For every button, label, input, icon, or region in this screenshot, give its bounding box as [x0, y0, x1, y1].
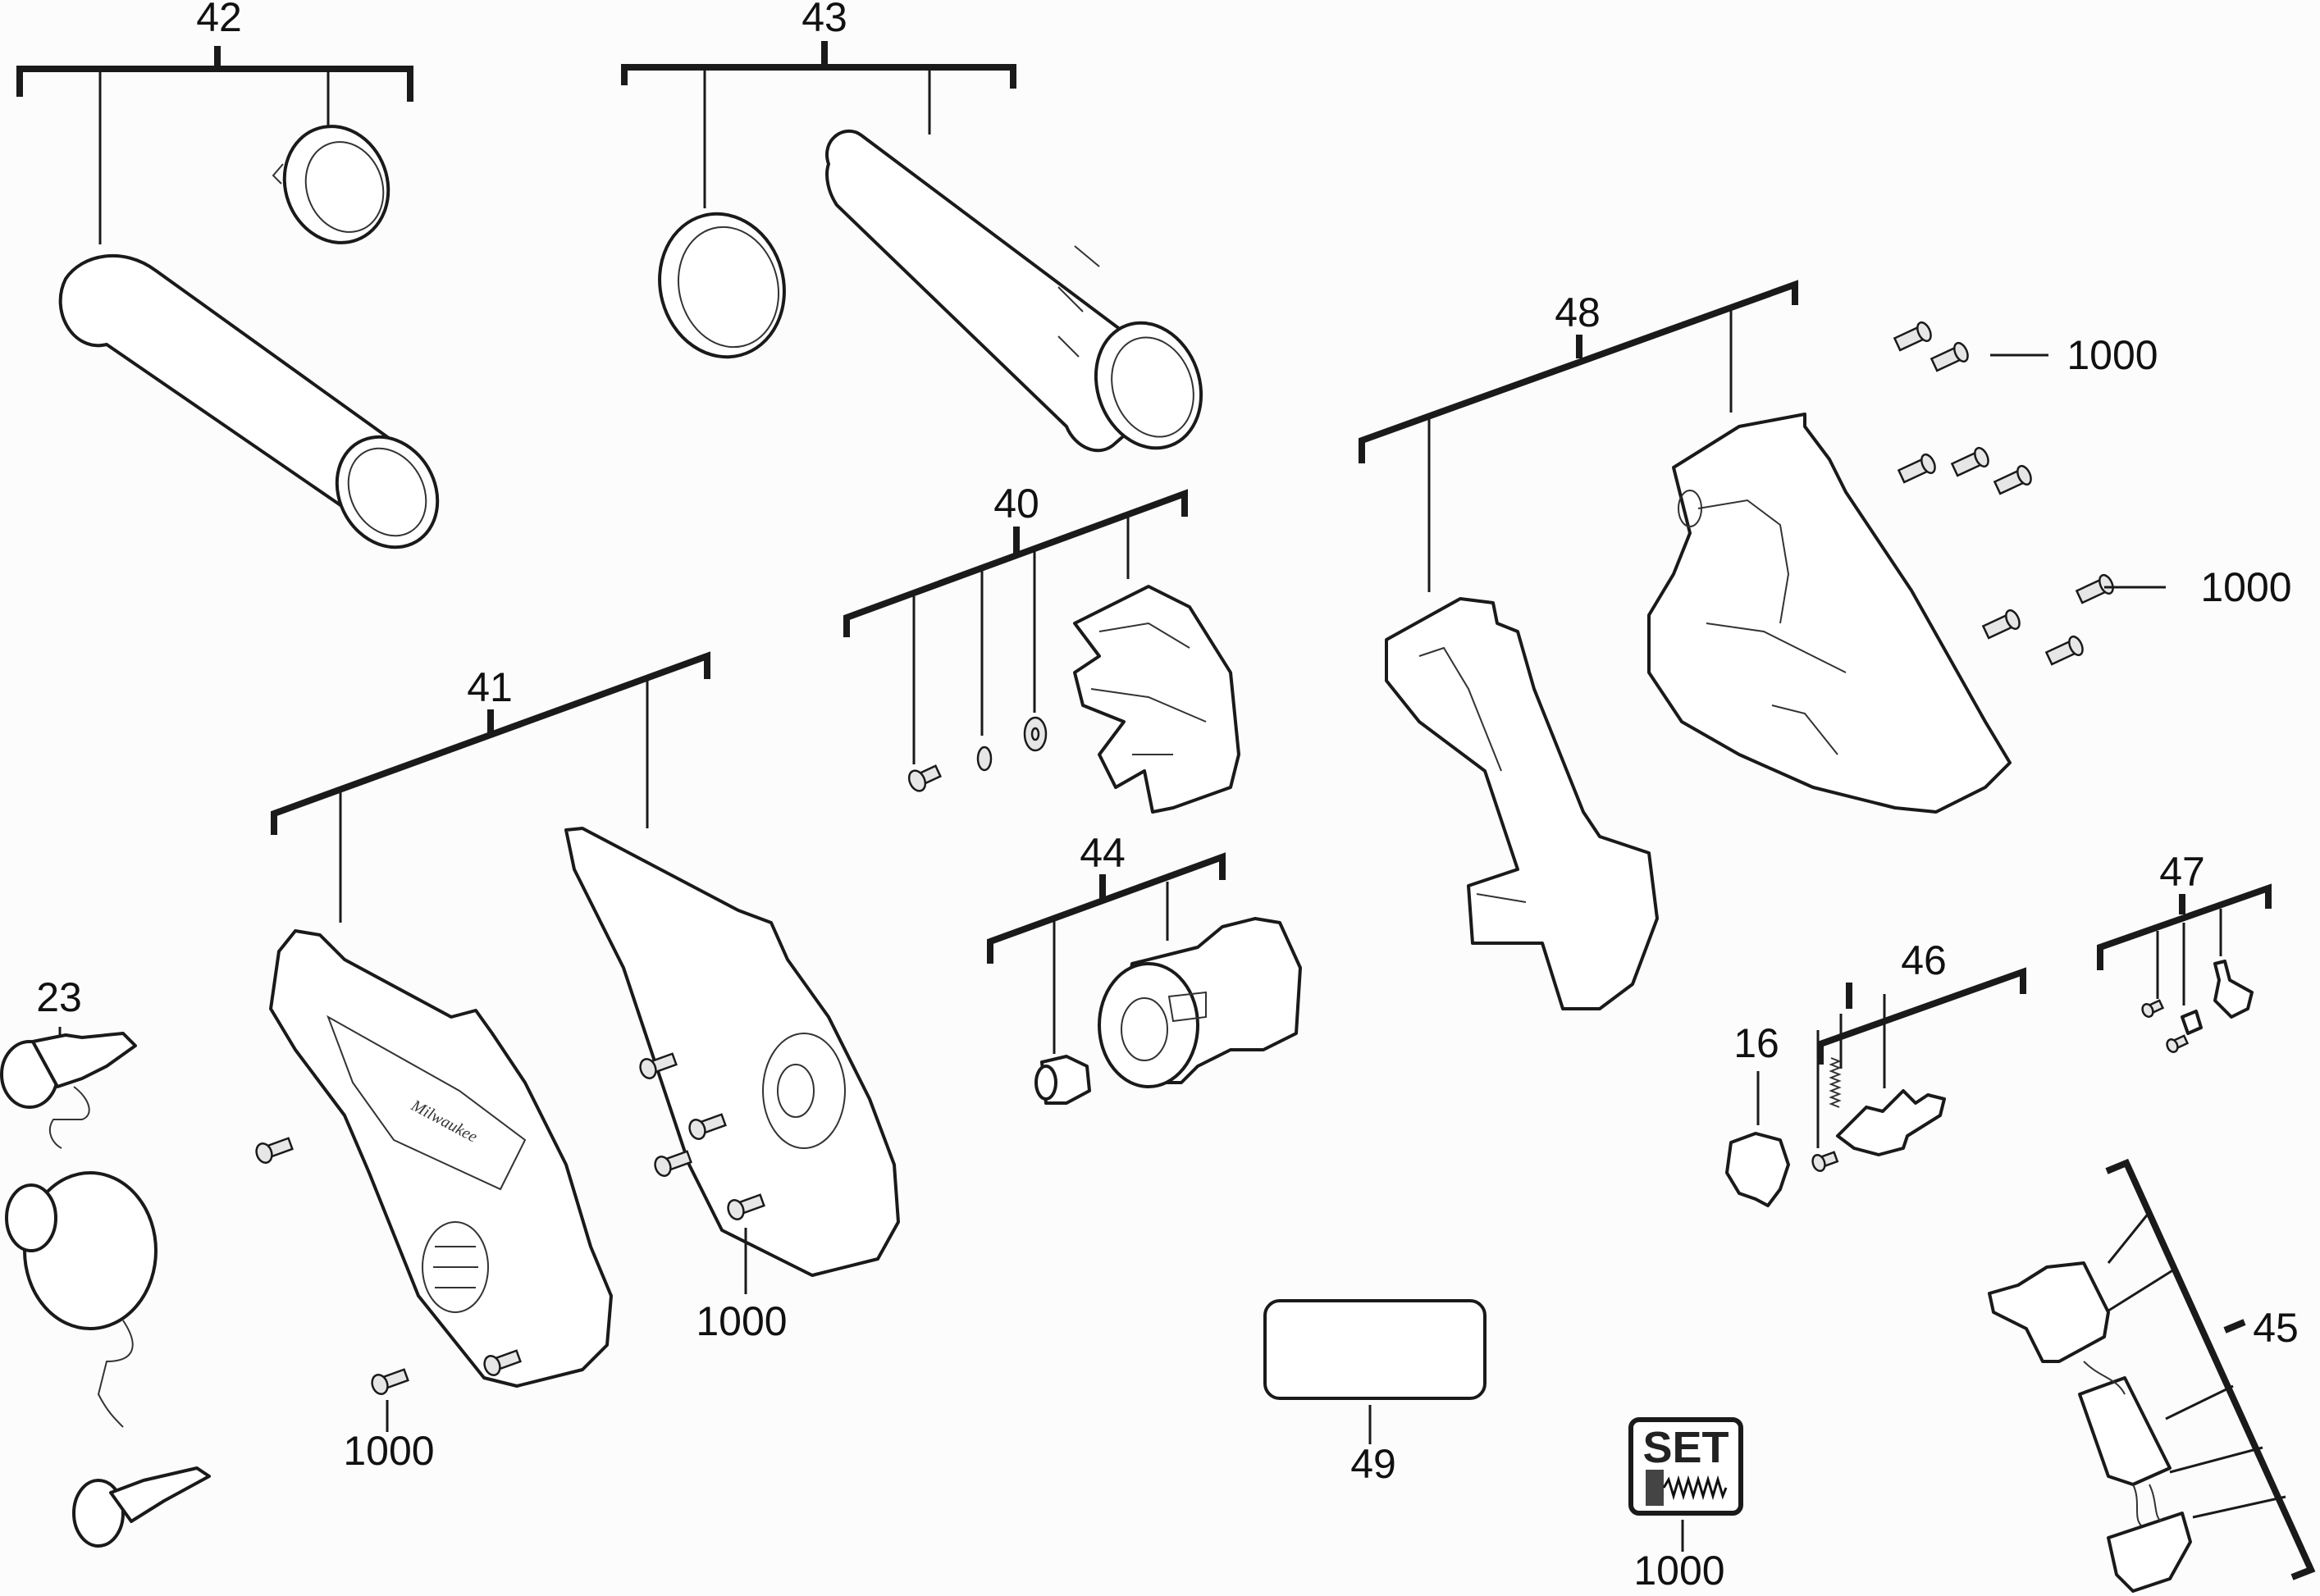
callout-47[interactable]: 47 — [2159, 849, 2205, 895]
nozzle-adapter-set-part[interactable] — [0, 1032, 211, 1548]
extension-tube-part[interactable] — [825, 130, 1218, 463]
bracket-41 — [271, 651, 710, 835]
leader-45d — [2169, 1446, 2263, 1474]
motor-part[interactable] — [1098, 917, 1302, 1088]
bracket-47 — [2097, 883, 2272, 970]
flat-washer-part[interactable] — [1023, 716, 1048, 752]
part-group-43: 43 — [621, 0, 1218, 463]
callout-45[interactable]: 45 — [2253, 1305, 2299, 1351]
part-group-44: 44 — [987, 830, 1302, 1105]
label-plate-part[interactable] — [1263, 1299, 1487, 1400]
actuator-part[interactable] — [1836, 1089, 1946, 1156]
clip-screw-part-2[interactable] — [2165, 1033, 2190, 1054]
motor-coupler-part[interactable] — [1034, 1055, 1091, 1105]
callout-1000-front-cover[interactable]: 1000 — [343, 1428, 434, 1474]
front-cover-part[interactable]: Milwaukee — [269, 929, 613, 1388]
lock-button-part[interactable] — [1725, 1132, 1790, 1207]
part-16: 16 — [1725, 1020, 1790, 1207]
leader-45a — [2107, 1211, 2151, 1264]
callout-44[interactable]: 44 — [1080, 830, 1126, 876]
callout-46[interactable]: 46 — [1901, 937, 1947, 983]
part-group-48: 48 1000 1000 — [1359, 280, 2292, 1010]
handle-half-part[interactable] — [1385, 597, 1659, 1010]
clip-screw-part[interactable] — [2140, 998, 2165, 1019]
spring-part[interactable] — [1829, 1057, 1842, 1108]
callout-16[interactable]: 16 — [1733, 1020, 1779, 1066]
bracket-46 — [1817, 967, 2026, 1065]
callout-49[interactable]: 49 — [1350, 1441, 1396, 1487]
rear-cover-part[interactable] — [564, 827, 900, 1277]
nozzle-cap-part[interactable] — [268, 112, 404, 258]
fan-impeller-part[interactable] — [1073, 585, 1240, 814]
callout-1000-mid-right[interactable]: 1000 — [2200, 564, 2291, 610]
screw-set-icon — [1646, 1470, 1728, 1506]
part-group-47: 47 — [2097, 849, 2272, 1054]
callout-1000-top-right[interactable]: 1000 — [2067, 332, 2158, 378]
bracket-45 — [2105, 1158, 2316, 1580]
leader-45b — [2105, 1268, 2175, 1314]
leader-45c — [2165, 1384, 2234, 1420]
cover-screws — [255, 1052, 765, 1395]
contact-clip-part[interactable] — [2213, 960, 2254, 1019]
housing-screws — [1893, 321, 2114, 666]
callout-40[interactable]: 40 — [993, 481, 1039, 527]
part-group-42: 42 — [16, 0, 458, 566]
leader-45e — [2192, 1495, 2286, 1519]
vent-grille — [422, 1221, 489, 1313]
fan-screw-part[interactable] — [906, 761, 943, 793]
spacer-part[interactable] — [2181, 1010, 2203, 1035]
part-49: 49 — [1263, 1299, 1487, 1487]
callout-23[interactable]: 23 — [36, 974, 82, 1020]
bracket-44 — [987, 852, 1226, 964]
set-badge-label: SET — [1642, 1423, 1729, 1472]
callout-41[interactable]: 41 — [467, 664, 513, 710]
bracket-40 — [843, 489, 1188, 637]
nozzle-tube-part[interactable] — [58, 253, 458, 566]
bracket-43 — [621, 41, 1016, 89]
pin-part[interactable] — [1811, 1149, 1839, 1173]
lock-washer-part[interactable] — [976, 746, 993, 772]
callout-42[interactable]: 42 — [196, 0, 242, 40]
part-group-41: 41 Milwaukee 1000 — [255, 651, 900, 1474]
bracket-48 — [1359, 280, 1798, 463]
callout-1000-rear-cover[interactable]: 1000 — [696, 1298, 787, 1344]
part-23: 23 — [0, 974, 211, 1548]
bracket-42 — [16, 46, 413, 102]
callout-1000-set[interactable]: 1000 — [1633, 1548, 1724, 1594]
screw-set-badge[interactable]: SET 1000 — [1628, 1417, 1743, 1594]
callout-48[interactable]: 48 — [1555, 290, 1601, 335]
motor-housing-part[interactable] — [1647, 413, 2012, 814]
part-group-45: 45 — [1988, 1158, 2316, 1593]
tube-cap-part[interactable] — [644, 200, 800, 372]
part-group-40: 40 — [843, 481, 1240, 814]
switch-assembly-part[interactable] — [1988, 1261, 2192, 1593]
callout-43[interactable]: 43 — [801, 0, 847, 40]
part-group-46: 46 — [1811, 937, 2026, 1173]
